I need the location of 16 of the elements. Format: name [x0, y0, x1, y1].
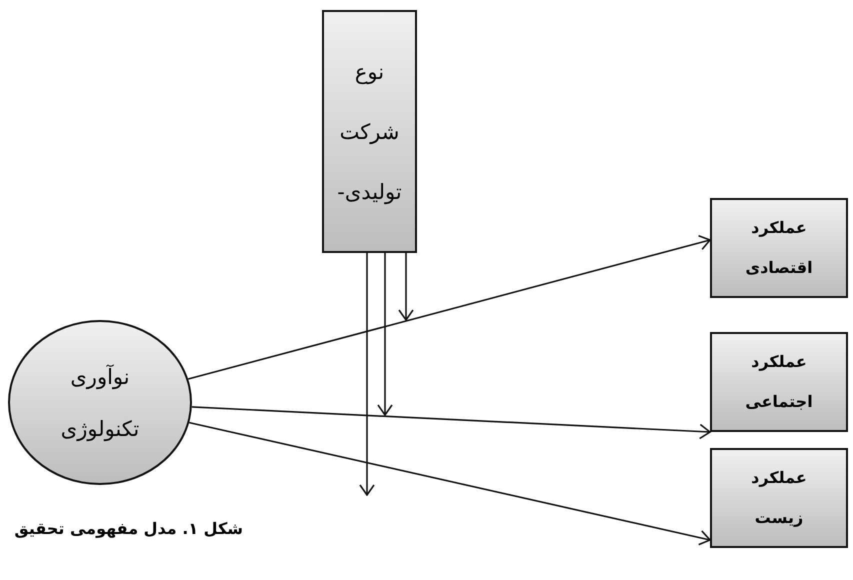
outcome-box: [710, 448, 848, 548]
variable-box: [322, 10, 417, 253]
node-label: عملکرد زیست: [750, 467, 808, 529]
node-label: نوآوری تکنولوژی: [60, 363, 140, 444]
arrow: [189, 422, 711, 546]
outcome-box: [710, 198, 848, 298]
arrow: [188, 235, 711, 380]
node-label: عملکرد اجتماعی: [744, 351, 814, 413]
figure-caption: شکل ۱. مدل مفهومی تحقیق: [14, 519, 243, 538]
arrow: [192, 406, 711, 440]
arrow: [398, 253, 414, 321]
outcome-box: [710, 332, 848, 432]
arrow: [377, 253, 393, 416]
node-label: نوع شرکت تولیدی-: [336, 58, 403, 206]
arrow: [359, 253, 375, 496]
node-label: عملکرد اقتصادی: [744, 217, 814, 279]
